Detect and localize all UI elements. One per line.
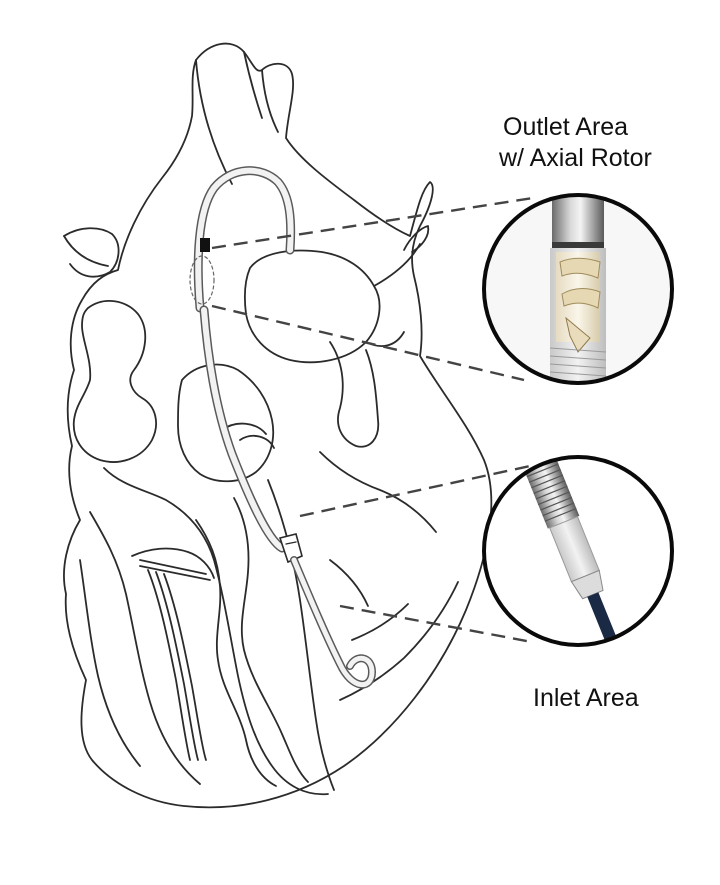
- outlet-region-highlight: [189, 255, 215, 305]
- outlet-marker: [200, 238, 210, 252]
- impella-catheter: [189, 166, 377, 689]
- leader-outlet-top: [211, 196, 534, 250]
- outlet-area-label: Outlet Area: [503, 113, 629, 141]
- inlet-magnifier: [482, 455, 674, 647]
- outlet-magnifier: [482, 193, 674, 385]
- leader-inlet-top: [299, 464, 531, 518]
- leader-lines: [211, 196, 534, 644]
- leader-inlet-bottom: [339, 604, 533, 644]
- inlet-area-label: Inlet Area: [533, 684, 639, 712]
- axial-rotor-label: w/ Axial Rotor: [499, 144, 652, 172]
- leader-outlet-bottom: [211, 304, 525, 382]
- heart-outline: [63, 42, 493, 809]
